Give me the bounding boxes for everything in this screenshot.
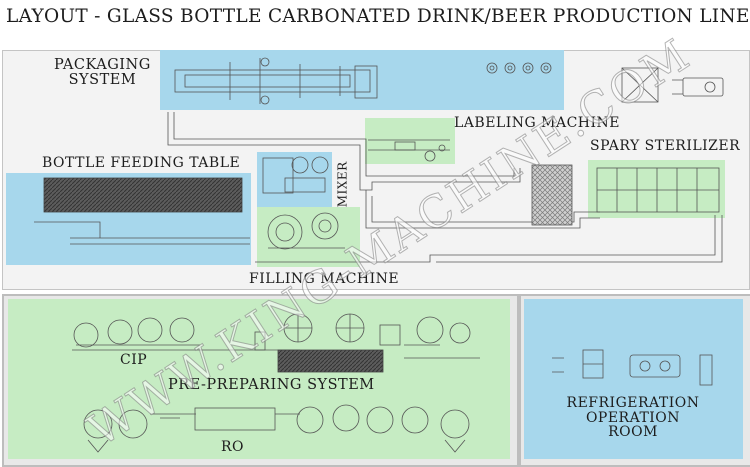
- ro-label: RO: [221, 439, 245, 455]
- bottle-feeding-table-label: BOTTLE FEEDING TABLE: [42, 155, 241, 171]
- conveyor-segment: [167, 112, 345, 146]
- cip-label: CIP: [120, 352, 148, 368]
- refrigeration-label-line3: ROOM: [608, 424, 658, 441]
- refrigeration-label-line2: OPERATION: [585, 409, 681, 426]
- mixer-label: MIXER: [335, 161, 350, 208]
- filling-machine-label: FILLING MACHINE: [249, 271, 400, 287]
- bottom-left-green-zone: [8, 299, 510, 459]
- refrigeration-label-line1: REFRIGERATION: [566, 395, 700, 411]
- pre-preparing-tank-bed: [277, 349, 384, 373]
- pre-preparing-system-label: PRE-PREPARING SYSTEM: [168, 377, 375, 393]
- bottle-storage-block: [531, 164, 573, 226]
- sterilizer-zone: [588, 160, 725, 218]
- packaging-label-line2: SYSTEM: [68, 72, 137, 89]
- spary-sterilizer-label: SPARY STERILIZER: [590, 138, 741, 154]
- packaging-label-line1: PACKAGING: [54, 57, 151, 73]
- packaging-system-label: PACKAGING SYSTEM: [54, 57, 151, 89]
- labeling-zone: [365, 118, 455, 164]
- labeling-machine-label: LABELING MACHINE: [454, 115, 620, 131]
- refrigeration-room-label: REFRIGERATION OPERATION ROOM: [548, 396, 718, 440]
- refrigeration-blue-zone: [524, 299, 743, 459]
- filling-zone: [257, 207, 360, 267]
- feeding-table-bed: [43, 177, 243, 213]
- page-title: LAYOUT - GLASS BOTTLE CARBONATED DRINK/B…: [6, 6, 750, 27]
- packaging-zone: [160, 50, 564, 110]
- mixer-zone: [257, 152, 332, 207]
